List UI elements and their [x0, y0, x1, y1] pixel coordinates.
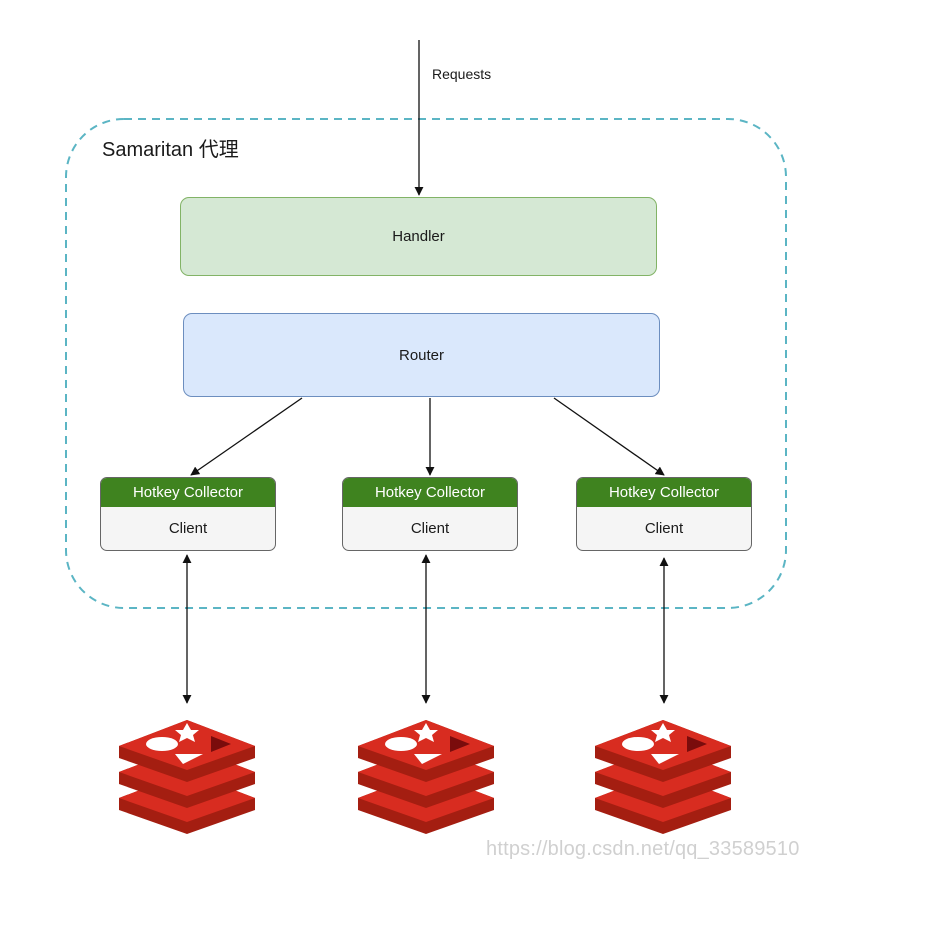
- hotkey-collector-header: Hotkey Collector: [101, 478, 275, 507]
- hotkey-collector-header: Hotkey Collector: [577, 478, 751, 507]
- redis-logo-icon: [119, 720, 255, 834]
- hotkey-collector-header: Hotkey Collector: [343, 478, 517, 507]
- client-label: Client: [644, 520, 684, 537]
- hotkey-collector-3[interactable]: Hotkey Collector Client: [576, 477, 752, 551]
- router-to-collector-1-arrow: [190, 397, 303, 476]
- redis-logo-icon: [358, 720, 494, 834]
- router-box[interactable]: Router: [183, 313, 660, 397]
- requests-label: Requests: [432, 66, 492, 82]
- router-label: Router: [398, 346, 445, 364]
- redis-logo-icon: [595, 720, 731, 834]
- router-to-collector-3-arrow: [553, 397, 665, 476]
- proxy-label: Samaritan 代理: [102, 139, 239, 161]
- handler-box[interactable]: Handler: [180, 197, 657, 276]
- hotkey-collector-2[interactable]: Hotkey Collector Client: [342, 477, 518, 551]
- hotkey-collector-1[interactable]: Hotkey Collector Client: [100, 477, 276, 551]
- client-label: Client: [168, 520, 208, 537]
- client-label: Client: [410, 520, 450, 537]
- watermark: https://blog.csdn.net/qq_33589510: [486, 838, 800, 860]
- handler-label: Handler: [392, 228, 445, 245]
